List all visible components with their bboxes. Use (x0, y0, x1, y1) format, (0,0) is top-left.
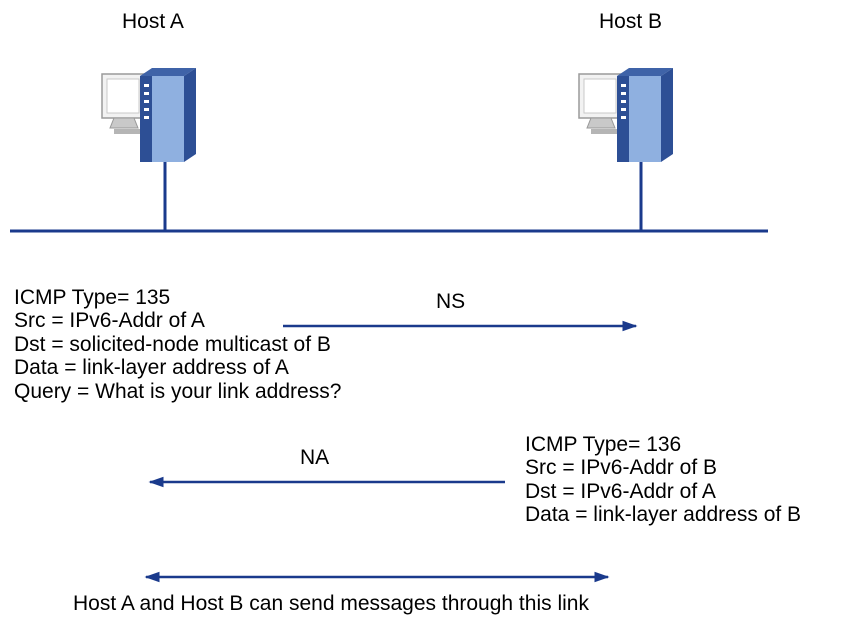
ns-src-line: Src = IPv6-Addr of A (14, 309, 205, 333)
computer-server-icon (101, 68, 196, 162)
link-caption: Host A and Host B can send messages thro… (73, 592, 589, 615)
ns-data-line: Data = link-layer address of A (14, 356, 289, 380)
na-message-details: ICMP Type= 136 Src = IPv6-Addr of B Dst … (525, 433, 801, 527)
na-label: NA (300, 446, 330, 469)
na-type-line: ICMP Type= 136 (525, 433, 682, 456)
ns-type-line: ICMP Type= 135 (14, 286, 171, 309)
ns-label: NS (436, 290, 466, 313)
host-b-label: Host B (599, 10, 663, 33)
host-a-label: Host A (122, 10, 184, 33)
ns-dst-line: Dst = solicited-node multicast of B (14, 332, 331, 356)
na-data-line: Data = link-layer address of B (525, 503, 802, 527)
na-src-line: Src = IPv6-Addr of B (525, 456, 717, 480)
ns-query-line: Query = What is your link address? (14, 379, 342, 403)
ns-message-details: ICMP Type= 135 Src = IPv6-Addr of A Dst … (14, 286, 341, 403)
computer-server-icon (578, 68, 673, 162)
na-dst-line: Dst = IPv6-Addr of A (525, 479, 716, 503)
